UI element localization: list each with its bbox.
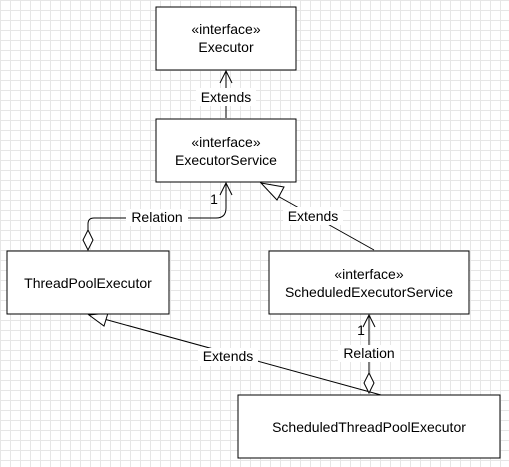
edge-scheduled-executor-service-extends-executor-service: Extends: [259, 182, 375, 251]
relation-label: Relation: [343, 345, 394, 361]
stereotype-label: «interface»: [191, 21, 260, 37]
class-name: ScheduledExecutorService: [285, 284, 453, 300]
edge-scheduled-thread-pool-executor-extends-thread-pool-executor: Extends: [87, 312, 382, 396]
class-box: [155, 6, 297, 71]
node-executor-service: «interface» ExecutorService: [155, 118, 297, 183]
class-name: ThreadPoolExecutor: [24, 275, 152, 291]
edge-thread-pool-executor-relation-executor-service: Relation 1: [82, 181, 233, 252]
stereotype-label: «interface»: [334, 266, 403, 282]
class-name: ExecutorService: [175, 152, 277, 168]
relation-label: Relation: [131, 209, 182, 225]
edge-executor-service-extends-executor: Extends: [196, 69, 256, 118]
open-arrow-head: [219, 181, 233, 196]
generalization-triangle: [259, 182, 285, 201]
class-box: [6, 250, 170, 315]
class-box: [237, 394, 501, 459]
multiplicity-label: 1: [210, 191, 218, 207]
class-name: Executor: [198, 39, 254, 55]
class-box: [268, 250, 470, 315]
node-thread-pool-executor: ThreadPoolExecutor: [6, 250, 170, 315]
edge-scheduled-thread-pool-executor-relation-scheduled-executor-service: Relation 1: [338, 313, 400, 395]
multiplicity-label: 1: [357, 322, 365, 338]
stereotype-label: «interface»: [191, 134, 260, 150]
aggregation-diamond: [82, 228, 94, 252]
extends-label: Extends: [288, 208, 339, 224]
node-scheduled-executor-service: «interface» ScheduledExecutorService: [268, 250, 470, 315]
aggregation-diamond: [363, 371, 375, 395]
extends-label: Extends: [201, 89, 252, 105]
open-arrow-head: [362, 313, 376, 328]
node-executor: «interface» Executor: [155, 6, 297, 71]
extends-label: Extends: [203, 348, 254, 364]
node-scheduled-thread-pool-executor: ScheduledThreadPoolExecutor: [237, 394, 501, 459]
generalization-triangle: [87, 312, 109, 327]
class-box: [155, 118, 297, 183]
class-name: ScheduledThreadPoolExecutor: [272, 419, 466, 435]
open-arrow-head: [219, 69, 233, 84]
